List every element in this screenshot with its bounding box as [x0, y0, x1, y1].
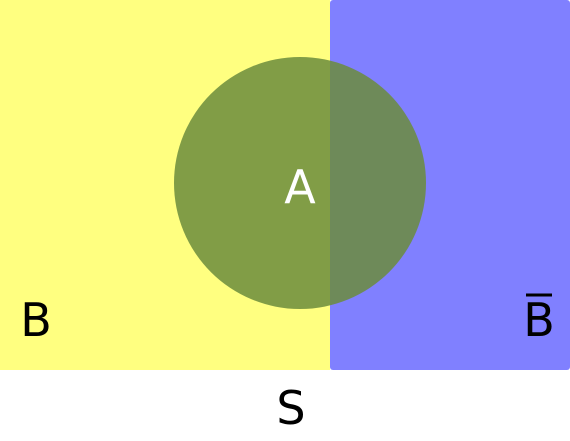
region-not-b-label: B	[523, 293, 555, 347]
region-b-label: B	[20, 293, 52, 347]
sample-space-label: S	[276, 381, 305, 435]
event-a-circle	[174, 57, 426, 309]
region-not-b	[330, 0, 570, 370]
event-a-label: A	[284, 160, 316, 214]
